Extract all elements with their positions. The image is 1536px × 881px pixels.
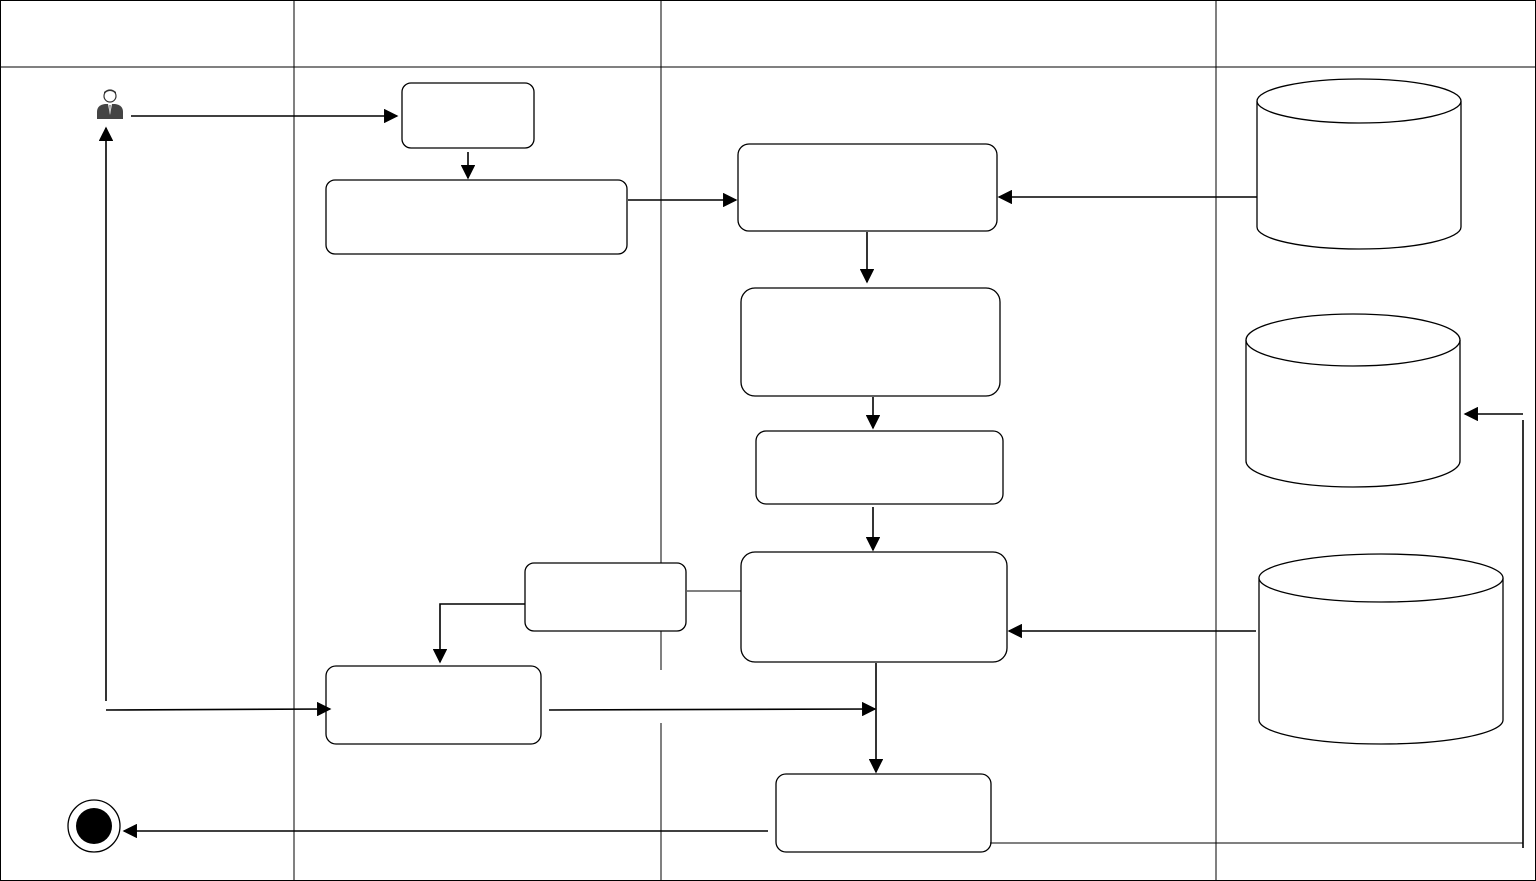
top-box xyxy=(401,82,535,149)
db-top xyxy=(1256,78,1462,250)
process-box-2 xyxy=(740,287,1001,397)
db-middle xyxy=(1245,313,1461,488)
left-lower-box xyxy=(325,665,542,745)
process-box-3 xyxy=(755,430,1004,505)
end-node-icon xyxy=(67,799,121,853)
user-icon xyxy=(97,89,123,119)
arrow-lower-to-merge xyxy=(548,701,877,717)
db-bottom xyxy=(1258,553,1504,745)
process-box-4 xyxy=(740,551,1008,663)
left-small-box xyxy=(524,562,687,632)
arrow-small-to-lower xyxy=(432,603,525,664)
process-box-1 xyxy=(737,143,998,232)
connectors xyxy=(98,108,1524,848)
arrow-to-left-lower xyxy=(105,701,332,717)
final-box xyxy=(775,773,992,853)
wide-box xyxy=(325,179,628,255)
